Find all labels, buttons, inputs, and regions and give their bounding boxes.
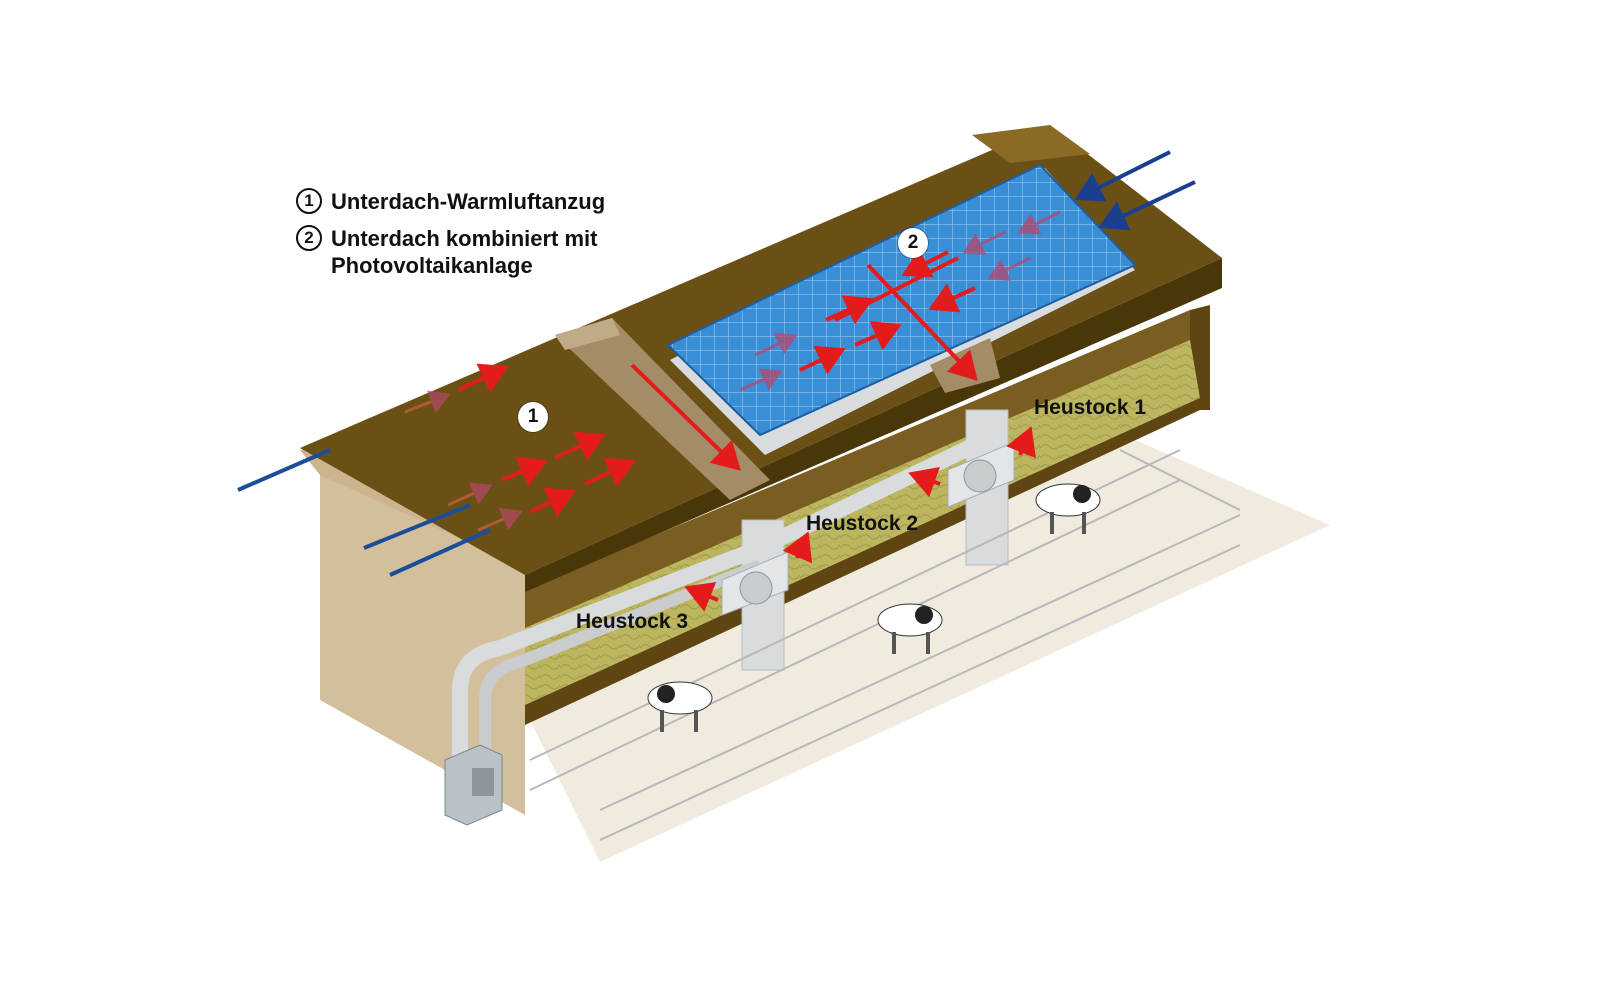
fence bbox=[529, 449, 1241, 841]
roof-ridge bbox=[972, 125, 1090, 163]
legend-item-2: 2 Unterdach kombiniert mit Photovoltaika… bbox=[296, 225, 611, 279]
cow-1 bbox=[647, 681, 713, 732]
warm-air-arrows-roof-1-faint bbox=[404, 390, 523, 532]
legend-text: Unterdach kombiniert mit Photovoltaikanl… bbox=[331, 226, 598, 278]
fan-unit-left bbox=[721, 551, 789, 616]
control-cabinet bbox=[444, 744, 503, 826]
hay-loft-floor bbox=[525, 398, 1200, 725]
air-duct-2 bbox=[479, 559, 763, 770]
legend: 1 Unterdach-Warmluftanzug 2 Unterdach ko… bbox=[296, 188, 611, 289]
legend-number-badge: 1 bbox=[296, 188, 322, 214]
cow-2 bbox=[877, 603, 943, 654]
legend-text: Unterdach-Warmluftanzug bbox=[331, 189, 606, 214]
warm-air-arrows-roof-2-faint bbox=[739, 210, 1061, 392]
roof-marker-1: 1 bbox=[518, 402, 548, 432]
warm-air-arrows-hay bbox=[684, 426, 1036, 612]
airflow-divider bbox=[834, 256, 959, 322]
fan-unit-right bbox=[947, 441, 1015, 508]
cold-air-lines bbox=[237, 448, 491, 577]
yard-floor bbox=[520, 440, 1330, 862]
legend-item-1: 1 Unterdach-Warmluftanzug bbox=[296, 188, 611, 215]
cold-air-arrows bbox=[1074, 150, 1196, 231]
roof-marker-2: 2 bbox=[898, 228, 928, 258]
warm-air-arrows-roof-1 bbox=[457, 363, 741, 517]
roof-edge bbox=[525, 258, 1222, 592]
roof-duct-cap bbox=[555, 318, 620, 350]
cow-3 bbox=[1035, 483, 1101, 534]
hay-label-3: Heustock 3 bbox=[576, 610, 689, 633]
air-duct-3 bbox=[756, 437, 979, 556]
hay-label-2: Heustock 2 bbox=[806, 512, 919, 535]
legend-number-badge: 2 bbox=[296, 225, 322, 251]
warm-air-arrows-roof-2 bbox=[799, 248, 978, 381]
hay-label-1: Heustock 1 bbox=[1034, 396, 1147, 419]
air-duct bbox=[452, 540, 763, 770]
